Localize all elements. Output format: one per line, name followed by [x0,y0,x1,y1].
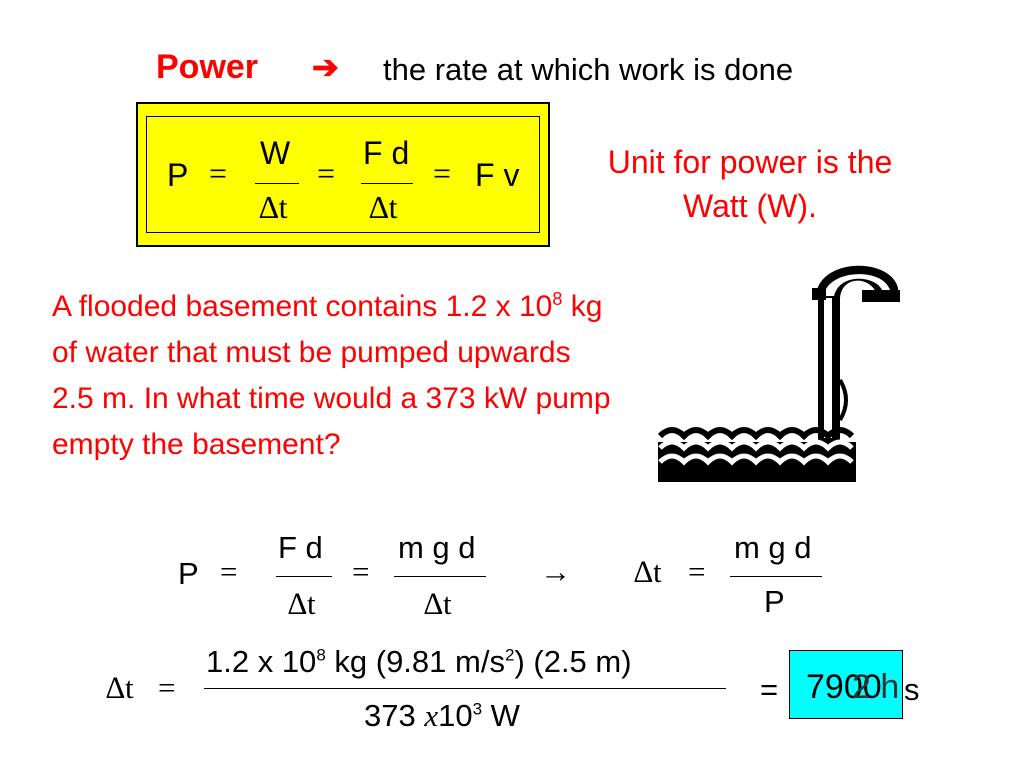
derivation-equals-2: = [352,554,370,589]
derivation-arrow-icon: → [540,554,571,589]
formula-fraction-bar-2 [361,183,413,184]
formula-inner-frame: P = W ∆t = F d ∆t = F v [146,116,540,233]
unit-note: Unit for power is the Watt (W). [607,144,893,224]
calc-numerator-height: ) (2.5 m) [514,644,632,679]
derivation-power-symbol: P [178,556,199,591]
problem-statement: A flooded basement contains 1.2 x 108 kg… [52,276,612,468]
calc-numerator-gravity: kg (9.81 m/s [325,644,505,679]
calc-denominator-ten: 10 [438,698,473,733]
arrow-icon: ➔ [312,49,339,85]
calc-numerator-exponent-2: 2 [504,645,515,665]
derivation-numerator-2: m g d [398,530,476,565]
result-unit: s [904,672,920,707]
formula-power-symbol: P [167,157,189,193]
power-heading: Power [156,48,259,86]
problem-exponent: 8 [552,289,563,309]
formula-fraction-bar-1 [255,183,299,184]
problem-text-part1: A flooded basement contains 1.2 x 10 [52,290,553,323]
derivation-fraction-bar-1 [276,576,332,577]
formula-equals-1: = [209,155,228,191]
answer-box [789,650,903,719]
calc-numerator-mass: 1.2 x 10 [206,644,317,679]
calc-fraction-bar [204,688,726,689]
derivation-delta-t: ∆t [634,554,662,589]
calc-denominator-exponent: 3 [472,699,483,719]
calc-numerator: 1.2 x 108 kg (9.81 m/s2) (2.5 m) [206,644,632,680]
calc-delta-t: ∆t [106,670,134,705]
result-overlay-text: 2 h [852,668,900,706]
formula-force-velocity: F v [475,157,520,193]
pump-pipe-icon [657,265,900,482]
calc-numerator-exponent-1: 8 [316,645,326,665]
derivation-denominator-2: ∆t [424,586,452,621]
derivation-equals-1: = [220,554,238,589]
calc-denominator-value: 373 [364,698,425,733]
formula-box: P = W ∆t = F d ∆t = F v [136,102,550,247]
power-definition: the rate at which work is done [383,52,794,87]
calc-denominator-times: x [424,698,439,733]
problem-text-part2: kg of water that must be pumped upwards … [52,290,611,461]
derivation-denominator-1: ∆t [288,586,316,621]
calc-denominator: 373 x103 W [364,698,520,734]
result-equals: = [760,672,779,707]
formula-equals-2: = [317,155,336,191]
formula-numerator-work: W [260,135,291,171]
formula-equals-3: = [433,155,452,191]
derivation-fraction-bar-3 [730,576,822,577]
result-value: 7900 [806,668,882,706]
formula-denominator-1: ∆t [259,189,288,225]
derivation-fraction-bar-2 [394,576,486,577]
derivation-equals-3: = [688,554,706,589]
derivation-denominator-3: P [764,584,785,619]
calc-equals: = [158,670,176,705]
formula-denominator-2: ∆t [369,189,398,225]
derivation-numerator-3: m g d [734,530,812,565]
formula-numerator-force-distance: F d [363,135,410,171]
calc-denominator-unit: W [482,698,520,733]
derivation-numerator-1: F d [278,530,323,565]
